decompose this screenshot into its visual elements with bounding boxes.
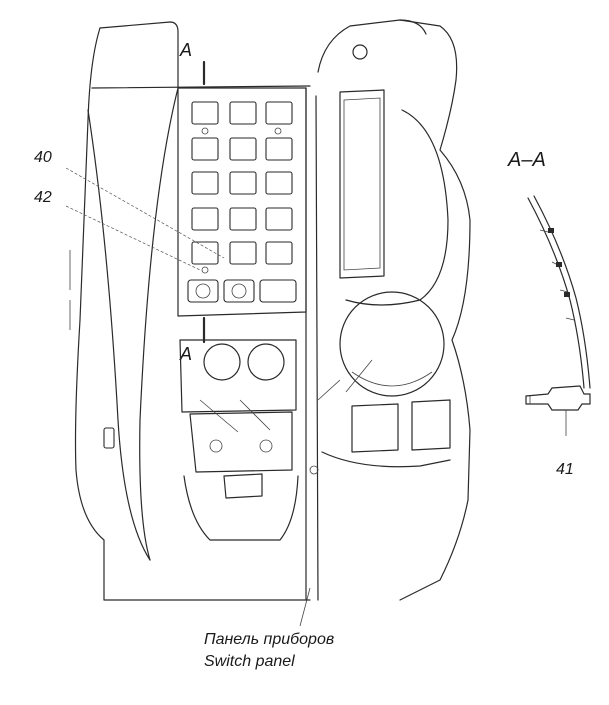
callout-40-number: 40 xyxy=(34,149,52,166)
section-letter-bottom: A xyxy=(179,344,192,364)
callout-41-number: 41 xyxy=(556,461,574,478)
callout-42: 42 xyxy=(34,189,201,271)
callout-42-number: 42 xyxy=(34,189,52,206)
mounting-bolt xyxy=(352,44,368,60)
switch-keys xyxy=(191,101,293,265)
section-mark: A A xyxy=(179,40,206,364)
section-letter-top: A xyxy=(179,40,192,60)
side-clip xyxy=(103,427,115,449)
rotary-switches xyxy=(187,279,297,303)
gauge-recess xyxy=(339,291,445,397)
left-console-body xyxy=(69,21,311,601)
right-instrument-panel xyxy=(309,19,471,601)
switch-block xyxy=(177,87,307,317)
lower-console xyxy=(179,339,299,541)
section-title: A–A xyxy=(507,149,546,171)
caption: Панель приборов Switch panel xyxy=(204,587,334,670)
callout-40: 40 xyxy=(34,149,225,259)
caption-english: Switch panel xyxy=(204,653,295,670)
caption-russian: Панель приборов xyxy=(204,631,334,648)
section-detail: A–A 41 xyxy=(507,149,591,478)
